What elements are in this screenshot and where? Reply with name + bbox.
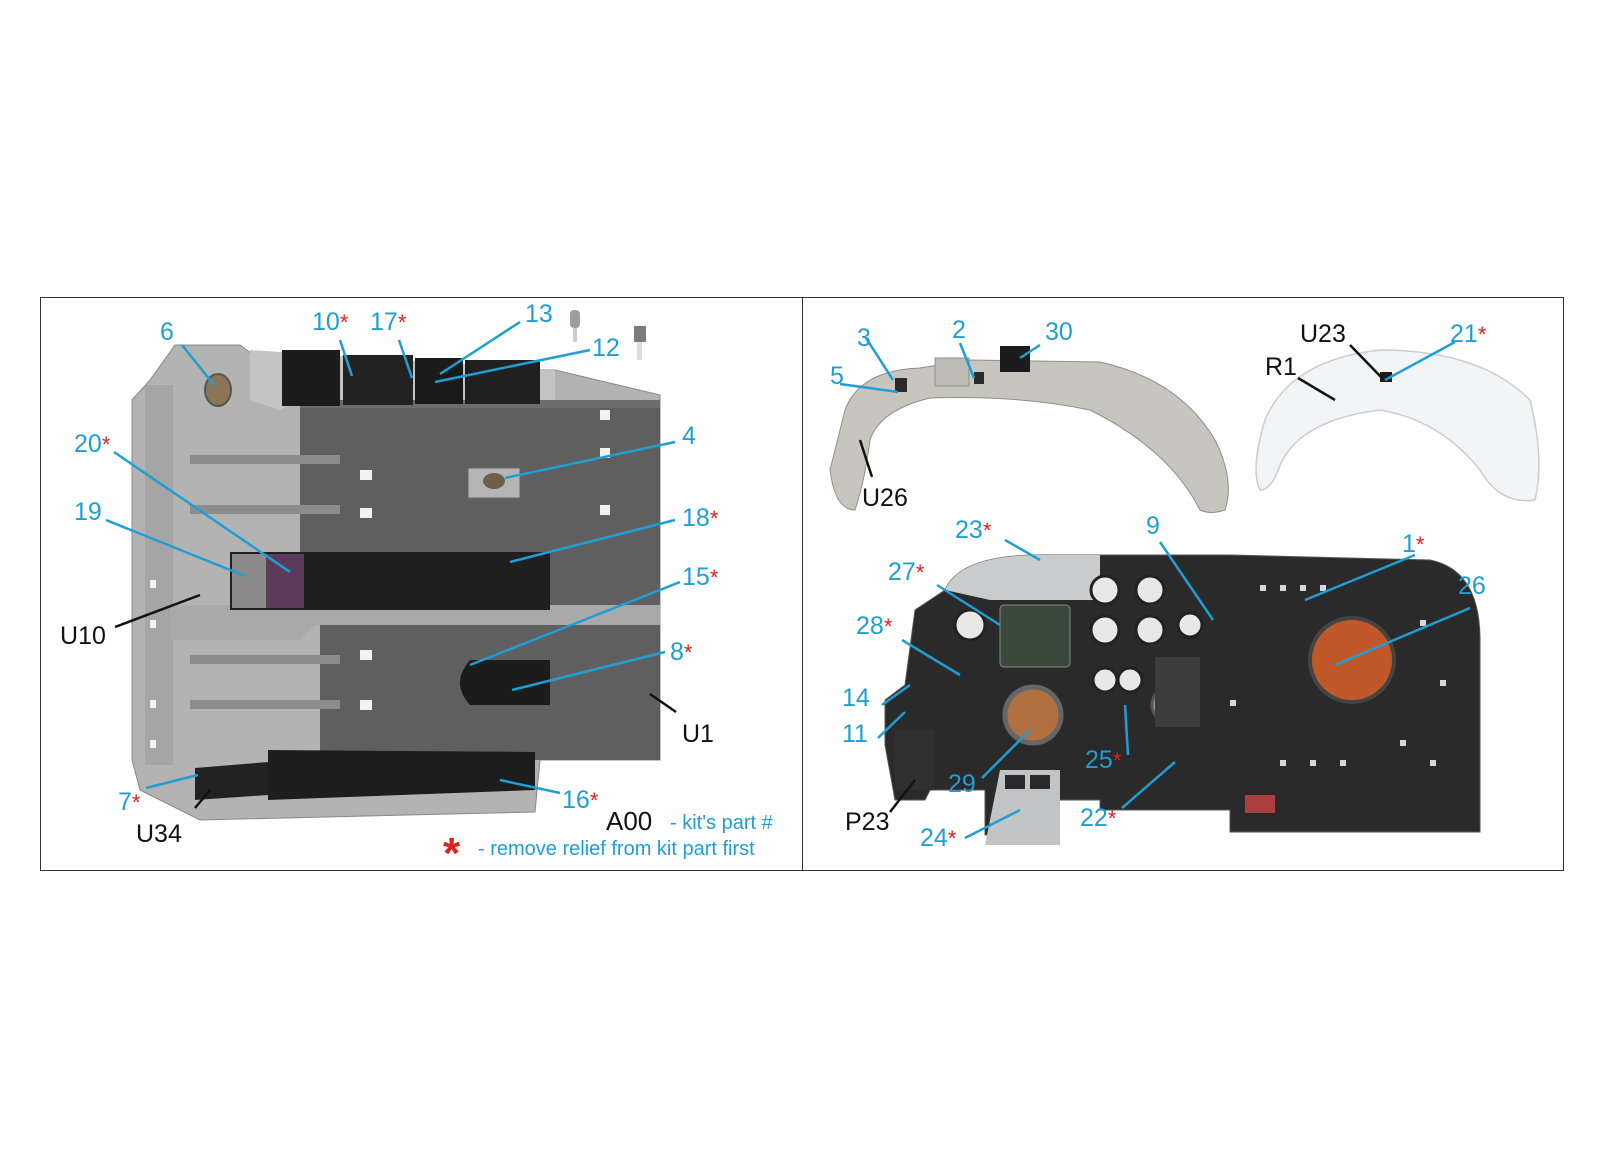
label-10: 10* xyxy=(312,308,349,336)
label-5: 5 xyxy=(830,362,844,390)
label-U10: U10 xyxy=(60,622,106,650)
label-U34: U34 xyxy=(136,820,182,848)
legend-star-icon: * xyxy=(443,829,461,878)
label-U26: U26 xyxy=(862,484,908,512)
instrument-panel xyxy=(884,554,1481,845)
frame-divider xyxy=(802,297,803,871)
cockpit-tub xyxy=(131,310,661,821)
panel-10-area xyxy=(282,350,340,406)
radar-scope-26 xyxy=(1308,616,1396,704)
label-15: 15* xyxy=(682,563,719,591)
label-27: 27* xyxy=(888,558,925,586)
label-6: 6 xyxy=(160,318,174,346)
leader-lines-black xyxy=(114,344,1383,813)
label-16: 16* xyxy=(562,786,599,814)
label-22: 22* xyxy=(1080,804,1117,832)
label-17: 17* xyxy=(370,308,407,336)
label-23: 23* xyxy=(955,516,992,544)
label-3: 3 xyxy=(857,324,871,352)
leader-lines xyxy=(105,320,1471,840)
label-18: 18* xyxy=(682,504,719,532)
tub-left-wall xyxy=(145,385,173,765)
legend-star-description: - remove relief from kit part first xyxy=(478,838,755,860)
scope-29 xyxy=(1002,684,1064,746)
label-U1: U1 xyxy=(682,720,714,748)
clear-part-r1 xyxy=(1255,349,1540,502)
label-26: 26 xyxy=(1458,572,1486,600)
label-R1: R1 xyxy=(1265,353,1297,381)
label-U23: U23 xyxy=(1300,320,1346,348)
label-21: 21* xyxy=(1450,320,1487,348)
panel-8 xyxy=(460,660,550,705)
label-30: 30 xyxy=(1045,318,1073,346)
label-28: 28* xyxy=(856,612,893,640)
legend-part-code: A00 xyxy=(606,806,653,836)
label-13: 13 xyxy=(525,300,553,328)
label-14: 14 xyxy=(842,684,870,712)
label-29: 29 xyxy=(948,770,976,798)
legend-part-description: - kit's part # xyxy=(670,812,773,834)
label-9: 9 xyxy=(1146,512,1160,540)
console-16 xyxy=(268,750,535,800)
label-P23: P23 xyxy=(845,808,890,836)
label-8: 8* xyxy=(670,638,693,666)
label-19: 19 xyxy=(74,498,102,526)
display-27 xyxy=(999,604,1071,668)
label-1: 1* xyxy=(1402,530,1425,558)
label-11: 11 xyxy=(842,720,868,748)
label-2: 2 xyxy=(952,316,966,344)
label-7: 7* xyxy=(118,788,141,816)
label-25: 25* xyxy=(1085,746,1122,774)
label-20: 20* xyxy=(74,430,111,458)
label-4: 4 xyxy=(682,422,696,450)
label-24: 24* xyxy=(920,824,957,852)
label-12: 12 xyxy=(592,334,620,362)
